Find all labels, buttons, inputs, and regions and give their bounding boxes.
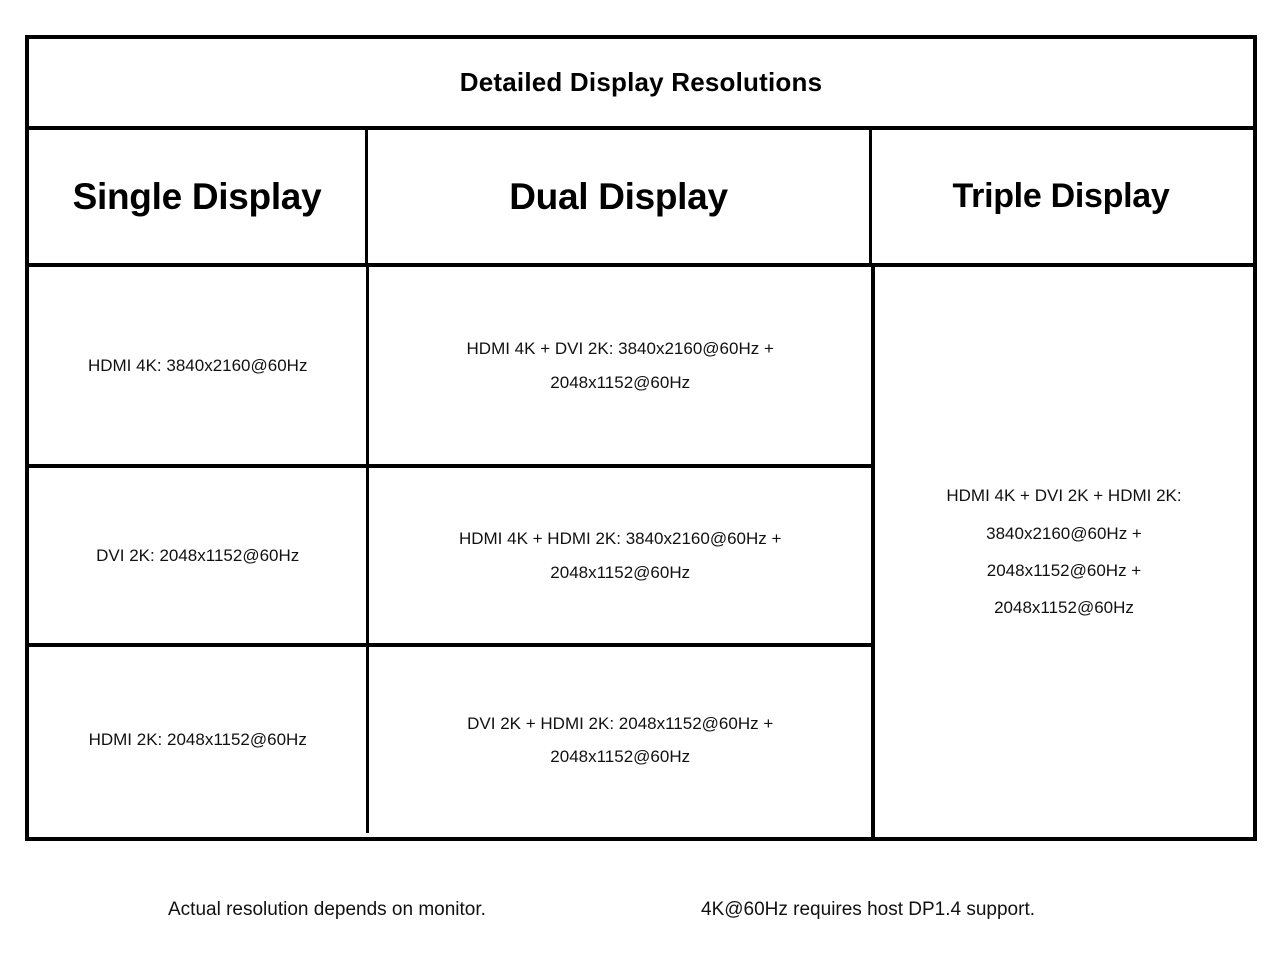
cell-dual-display-row-2-text: HDMI 4K + HDMI 2K: 3840x2160@60Hz + 2048… (459, 522, 781, 588)
footnote-monitor-dependency: Actual resolution depends on monitor. (168, 899, 486, 920)
cell-dual-display-row-1: HDMI 4K + DVI 2K: 3840x2160@60Hz + 2048x… (369, 267, 871, 464)
cell-dual-display-row-3-text: DVI 2K + HDMI 2K: 2048x1152@60Hz + 2048x… (467, 707, 773, 773)
table-body: HDMI 4K: 3840x2160@60Hz HDMI 4K + DVI 2K… (29, 267, 1253, 837)
cell-dual-row-3-line-2: 2048x1152@60Hz (550, 747, 691, 766)
cell-triple-line-4: 2048x1152@60Hz (994, 598, 1134, 618)
cell-dual-row-2-line-1: HDMI 4K + HDMI 2K: 3840x2160@60Hz + (458, 529, 782, 549)
column-header-dual-display: Dual Display (368, 130, 872, 263)
display-resolutions-table: Detailed Display Resolutions Single Disp… (25, 35, 1257, 841)
cell-dual-display-row-2: HDMI 4K + HDMI 2K: 3840x2160@60Hz + 2048… (369, 468, 871, 643)
cell-single-display-row-2: DVI 2K: 2048x1152@60Hz (29, 468, 370, 643)
column-header-single-display: Single Display (29, 130, 368, 263)
single-and-dual-columns: HDMI 4K: 3840x2160@60Hz HDMI 4K + DVI 2K… (29, 267, 875, 837)
cell-single-display-row-3-text: HDMI 2K: 2048x1152@60Hz (88, 730, 307, 750)
footnote-dp14-requirement: 4K@60Hz requires host DP1.4 support. (701, 899, 1036, 920)
cell-triple-display-text: HDMI 4K + DVI 2K + HDMI 2K: 3840x2160@60… (946, 477, 1181, 627)
cell-dual-row-1-line-1: HDMI 4K + DVI 2K: 3840x2160@60Hz + (466, 339, 774, 359)
cell-single-display-row-1-text: HDMI 4K: 3840x2160@60Hz (87, 355, 308, 375)
table-header-row: Single Display Dual Display Triple Displ… (29, 130, 1253, 267)
cell-triple-line-3: 2048x1152@60Hz + (986, 561, 1142, 580)
table-row: HDMI 2K: 2048x1152@60Hz DVI 2K + HDMI 2K… (29, 647, 871, 833)
cell-dual-display-row-3: DVI 2K + HDMI 2K: 2048x1152@60Hz + 2048x… (369, 647, 871, 833)
cell-triple-line-1: HDMI 4K + DVI 2K + HDMI 2K: (946, 486, 1182, 506)
table-row: HDMI 4K: 3840x2160@60Hz HDMI 4K + DVI 2K… (29, 267, 871, 468)
table-title-row: Detailed Display Resolutions (29, 39, 1253, 130)
cell-single-display-row-3: HDMI 2K: 2048x1152@60Hz (29, 647, 370, 833)
cell-single-display-row-2-text: DVI 2K: 2048x1152@60Hz (96, 545, 300, 565)
column-header-single-display-label: Single Display (72, 175, 322, 217)
cell-single-display-row-1: HDMI 4K: 3840x2160@60Hz (29, 267, 370, 464)
cell-dual-display-row-1-text: HDMI 4K + DVI 2K: 3840x2160@60Hz + 2048x… (467, 332, 774, 398)
table-row: DVI 2K: 2048x1152@60Hz HDMI 4K + HDMI 2K… (29, 468, 871, 647)
cell-dual-row-2-line-2: 2048x1152@60Hz (550, 562, 691, 582)
footnotes: Actual resolution depends on monitor. 4K… (25, 890, 1257, 930)
column-header-triple-display: Triple Display (872, 130, 1250, 263)
column-header-triple-display-label: Triple Display (952, 177, 1170, 215)
table-title: Detailed Display Resolutions (459, 67, 823, 97)
cell-triple-display-merged: HDMI 4K + DVI 2K + HDMI 2K: 3840x2160@60… (875, 267, 1253, 837)
cell-dual-row-1-line-2: 2048x1152@60Hz (550, 372, 691, 392)
column-header-dual-display-label: Dual Display (509, 175, 728, 217)
cell-triple-line-2: 3840x2160@60Hz + (986, 523, 1142, 543)
cell-dual-row-3-line-1: DVI 2K + HDMI 2K: 2048x1152@60Hz + (467, 713, 774, 733)
